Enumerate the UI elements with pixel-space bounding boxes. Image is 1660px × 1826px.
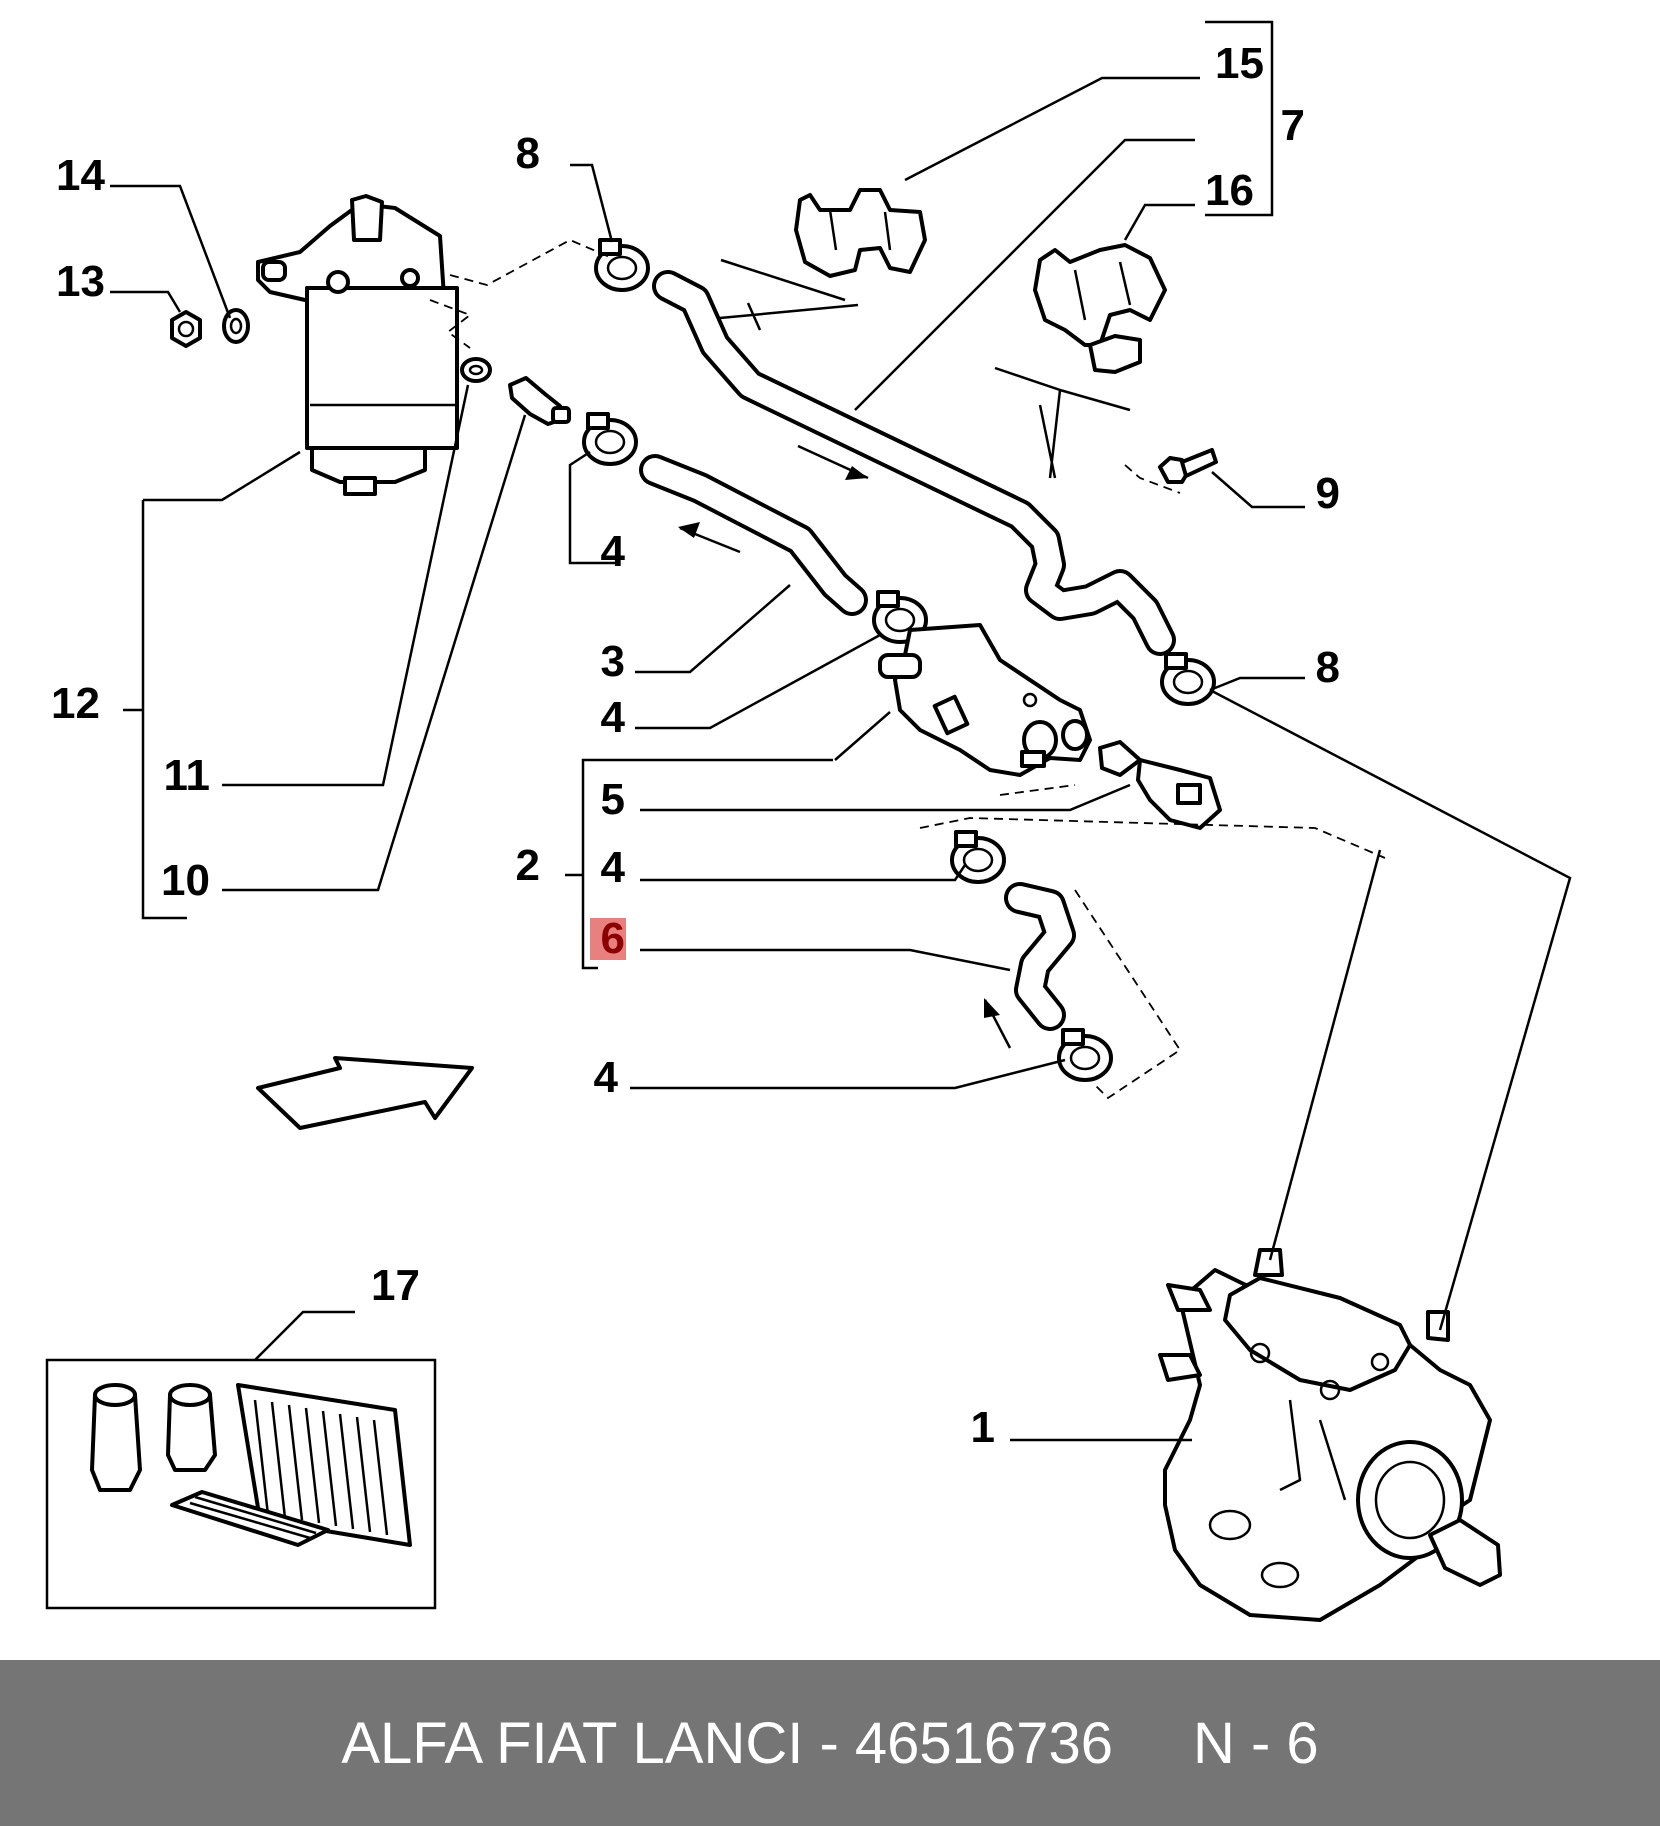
callout-9: 9 xyxy=(1316,469,1340,518)
dashed-connection-lines xyxy=(429,239,1386,1100)
clamp-8-top[interactable] xyxy=(594,238,650,292)
injection-pump-1[interactable] xyxy=(1158,1248,1502,1622)
clip-16[interactable] xyxy=(1033,243,1167,374)
footer-bar: ALFA FIAT LANCI - 46516736 N - 6 xyxy=(0,1660,1660,1826)
bolt-9[interactable] xyxy=(1158,448,1218,484)
callout-4-lower: 4 xyxy=(601,843,626,892)
leader-lines xyxy=(110,20,1572,1442)
callout-7: 7 xyxy=(1281,101,1305,150)
callout-12: 12 xyxy=(51,679,100,728)
callout-10: 10 xyxy=(161,856,210,905)
callout-labels: 15 7 16 8 14 13 8 9 4 3 4 12 11 5 2 4 6 … xyxy=(51,39,1340,1452)
callout-11: 11 xyxy=(163,751,210,800)
fuel-filter-assembly[interactable] xyxy=(256,194,459,496)
service-kit-17[interactable] xyxy=(45,1358,437,1610)
hose-7[interactable] xyxy=(652,270,1176,656)
callout-8-top: 8 xyxy=(516,129,540,178)
valve-housing-2[interactable] xyxy=(878,623,1092,777)
washer-14[interactable] xyxy=(222,308,250,344)
flow-arrow-icons xyxy=(678,444,1012,1049)
parts-diagram: 15 7 16 8 14 13 8 9 4 3 4 12 11 5 2 4 6 … xyxy=(45,20,1572,1622)
clamp-4-bottom[interactable] xyxy=(1057,1028,1113,1082)
hose-3[interactable] xyxy=(639,454,868,616)
sensor-5[interactable] xyxy=(1098,740,1222,830)
callout-13: 13 xyxy=(56,257,105,306)
callout-14: 14 xyxy=(56,151,105,200)
direction-arrow-icon xyxy=(256,1056,474,1130)
clamp-4-lower[interactable] xyxy=(950,830,1006,884)
callout-16: 16 xyxy=(1205,166,1254,215)
hose-6[interactable] xyxy=(1004,882,1076,1031)
callout-4-upper: 4 xyxy=(601,527,626,576)
callout-17: 17 xyxy=(371,1261,420,1310)
callout-1: 1 xyxy=(971,1403,995,1452)
callout-4-bottom: 4 xyxy=(594,1053,619,1102)
clip-15[interactable] xyxy=(794,188,927,278)
callout-6: 6 xyxy=(601,914,625,963)
callout-8-right: 8 xyxy=(1316,643,1340,692)
clamp-4-upper[interactable] xyxy=(582,412,638,466)
callout-3: 3 xyxy=(601,637,625,686)
callout-5: 5 xyxy=(601,775,625,824)
reference-text: N - 6 xyxy=(1192,1710,1319,1776)
callout-4-valve: 4 xyxy=(601,693,626,742)
callout-2: 2 xyxy=(516,841,540,890)
nut-13[interactable] xyxy=(170,310,202,348)
callout-15: 15 xyxy=(1215,39,1264,88)
seal-11[interactable] xyxy=(460,357,492,383)
connector-10[interactable] xyxy=(508,376,571,426)
clamp-8-right[interactable] xyxy=(1160,652,1216,706)
part-number-text: ALFA FIAT LANCI - 46516736 xyxy=(341,1710,1113,1776)
highlight-marker xyxy=(590,918,626,960)
